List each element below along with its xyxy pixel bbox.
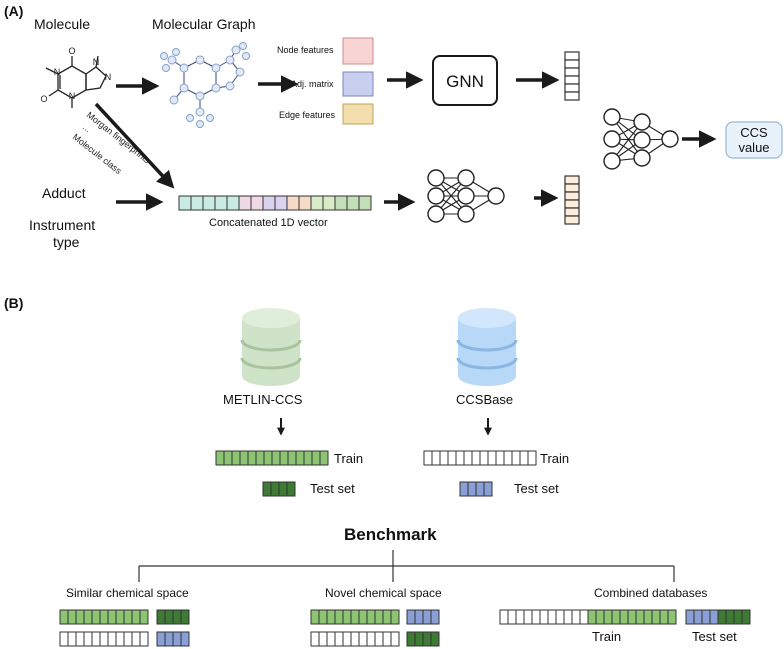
graph-node	[211, 63, 221, 73]
graph-node	[195, 91, 205, 101]
mlp-output-vector	[564, 175, 580, 225]
ccs-value-line1: CCS	[740, 125, 768, 140]
combined-train-ccsbase	[499, 609, 589, 625]
metlin-database-icon	[240, 308, 302, 386]
graph-node	[162, 64, 170, 72]
small-mlp	[427, 169, 505, 223]
metlin-test-vector	[262, 481, 296, 497]
panel-a-label: (A)	[4, 3, 24, 19]
svg-text:...: ...	[81, 122, 93, 135]
similar-test-metlin	[156, 609, 190, 625]
molecular-graph	[160, 42, 250, 128]
graph-node	[211, 83, 221, 93]
combined-train-metlin	[587, 609, 677, 625]
metlin-train-label: Train	[334, 451, 364, 466]
caffeine-molecule	[45, 55, 107, 108]
atom-n-right: N	[105, 72, 112, 82]
atom-o-top: O	[68, 46, 75, 56]
node-features-label: Node features	[277, 45, 334, 55]
ccsbase-name: CCSBase	[456, 392, 514, 407]
graph-node	[231, 45, 241, 55]
metlin-test-label: Test set	[310, 481, 355, 496]
gnn-label: GNN	[446, 72, 484, 91]
ccsbase-train-vector	[423, 450, 537, 466]
scenario-novel-label: Novel chemical space	[325, 586, 442, 600]
ccsbase-test-label: Test set	[514, 481, 559, 496]
benchmark-title: Benchmark	[344, 525, 437, 544]
concat-vector-label: Concatenated 1D vector	[209, 217, 328, 229]
gnn-output-vector	[564, 51, 580, 101]
panel-b-label: (B)	[4, 295, 24, 311]
edge-features-label: Edge features	[279, 110, 336, 120]
ccsbase-test-vector	[459, 481, 493, 497]
graph-node	[225, 81, 235, 91]
combined-train-label: Train	[592, 629, 622, 644]
atom-n-left: N	[54, 67, 61, 77]
ccs-value-box	[725, 121, 783, 159]
combined-test-label: Test set	[692, 629, 737, 644]
graph-node	[195, 107, 205, 117]
atom-n-bottom: N	[69, 91, 76, 101]
graph-node	[225, 55, 235, 65]
instrument-label-line1: Instrument	[29, 217, 96, 233]
concatenated-vector	[178, 195, 372, 211]
molecule-title: Molecule	[34, 16, 91, 32]
scenario-similar-label: Similar chemical space	[66, 586, 189, 600]
metlin-name: METLIN-CCS	[223, 392, 303, 407]
graph-node	[206, 114, 214, 122]
similar-test-ccsbase	[156, 631, 190, 647]
graph-node	[195, 55, 205, 65]
graph-node	[160, 52, 168, 60]
similar-train-metlin	[59, 609, 149, 625]
molecular-graph-title: Molecular Graph	[152, 16, 256, 32]
final-mlp	[603, 108, 679, 170]
novel-test-ccsbase	[406, 609, 440, 625]
graph-node	[186, 114, 194, 122]
similar-train-ccsbase	[59, 631, 149, 647]
graph-node	[242, 52, 250, 60]
graph-node	[169, 95, 179, 105]
combined-test-ccsbase	[685, 609, 719, 625]
benchmark-tree	[138, 550, 675, 582]
gnn-box	[432, 55, 498, 106]
graph-node	[172, 48, 180, 56]
adj-matrix-label: Adj. matrix	[291, 79, 334, 89]
graph-node	[167, 55, 177, 65]
combined-test-metlin	[717, 609, 751, 625]
node-features-box	[342, 37, 374, 65]
caffeine-atom-labels: O N N N N O	[40, 46, 111, 104]
atom-o-left: O	[40, 94, 47, 104]
ccs-value-line2: value	[738, 140, 769, 155]
ccsbase-train-label: Train	[540, 451, 570, 466]
panel-a-arrows	[94, 71, 717, 211]
atom-n-top: N	[93, 57, 100, 67]
edge-features-box	[342, 103, 374, 125]
graph-node	[239, 42, 247, 50]
novel-train-ccsbase	[310, 631, 400, 647]
instrument-label-line2: type	[53, 234, 80, 250]
metlin-train-vector	[215, 450, 329, 466]
novel-test-metlin	[406, 631, 440, 647]
graph-node	[179, 63, 189, 73]
graph-node	[196, 120, 204, 128]
adduct-label: Adduct	[42, 185, 86, 201]
db-down-arrows	[277, 418, 492, 436]
ccsbase-database-icon	[456, 308, 518, 386]
graph-node	[235, 67, 245, 77]
adj-matrix-box	[342, 71, 374, 97]
scenario-combined-label: Combined databases	[594, 586, 708, 600]
graph-node	[179, 83, 189, 93]
split-vectors	[59, 450, 751, 647]
novel-train-metlin	[310, 609, 400, 625]
